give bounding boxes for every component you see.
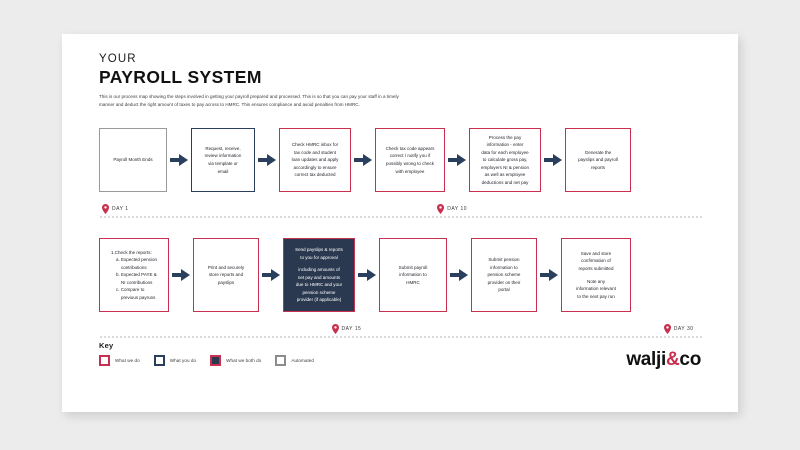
flow-arrow — [167, 154, 191, 166]
map-pin-icon — [663, 324, 671, 334]
header: YOUR PAYROLL SYSTEM This is our process … — [99, 53, 429, 108]
legend-item-label: What you do — [169, 358, 197, 363]
timeline-row-2: DAY 15 DAY 30 — [99, 316, 703, 338]
timeline-marker-day-15: DAY 15 — [331, 324, 362, 334]
legend-swatch — [99, 355, 110, 366]
logo-ampersand: & — [666, 349, 680, 370]
timeline-dotted-line — [99, 336, 703, 338]
process-row-1: Payroll Month Ends Request, receive,revie… — [99, 128, 703, 192]
timeline-dotted-line — [99, 216, 703, 218]
legend-item-label: What we do — [115, 358, 140, 363]
map-pin-icon — [437, 204, 445, 214]
legend-item-what-we-do: What we do — [99, 355, 140, 366]
timeline-marker-day-10: DAY 10 — [437, 204, 467, 214]
flow-arrow — [447, 269, 471, 281]
logo-text-part1: walji — [626, 349, 666, 370]
legend-swatch — [153, 355, 165, 366]
timeline-marker-label: DAY 10 — [447, 206, 468, 212]
legend-title: Key — [99, 341, 114, 350]
legend-item-label: What we both do — [226, 358, 262, 363]
logo-text-part2: co — [679, 349, 701, 370]
legend-item-what-we-both-do: What we both do — [210, 355, 261, 366]
page-kicker: YOUR — [99, 53, 137, 65]
legend-swatch — [210, 355, 222, 366]
flow-arrow — [169, 269, 193, 281]
legend: Key What we do What you do What we both do… — [99, 341, 328, 366]
timeline-marker-label: DAY 30 — [673, 326, 694, 332]
flow-arrow — [351, 154, 375, 166]
legend-item-what-you-do: What you do — [153, 355, 197, 366]
timeline-marker-label: DAY 1 — [112, 206, 129, 212]
legend-swatch — [275, 355, 287, 366]
legend-items: What we do What you do What we both do Auto… — [99, 355, 328, 366]
poster-card: YOUR PAYROLL SYSTEM This is our process … — [62, 34, 738, 412]
timeline-marker-day-1: DAY 1 — [102, 204, 129, 214]
intro-paragraph: This is our process map showing the step… — [99, 94, 399, 107]
map-pin-icon — [102, 204, 110, 214]
flow-arrow — [445, 154, 469, 166]
legend-item-automated: Automated — [275, 355, 314, 366]
timeline-marker-day-30: DAY 30 — [663, 324, 694, 334]
flow-arrow — [259, 269, 283, 281]
flow-arrow — [537, 269, 561, 281]
timeline-marker-label: DAY 15 — [341, 326, 362, 332]
flow-arrow — [255, 154, 279, 166]
brand-logo: walji&co — [626, 350, 701, 369]
process-step-label: Payroll Month Ends — [113, 157, 153, 163]
legend-item-label: Automated — [291, 358, 315, 363]
map-pin-icon — [331, 324, 339, 334]
timeline-row-1: DAY 1 DAY 10 — [99, 196, 703, 218]
page-title: PAYROLL SYSTEM — [99, 67, 262, 88]
flow-arrow — [355, 269, 379, 281]
process-step-payroll-month-ends[interactable]: Payroll Month Ends — [99, 128, 167, 192]
flow-arrow — [541, 154, 565, 166]
